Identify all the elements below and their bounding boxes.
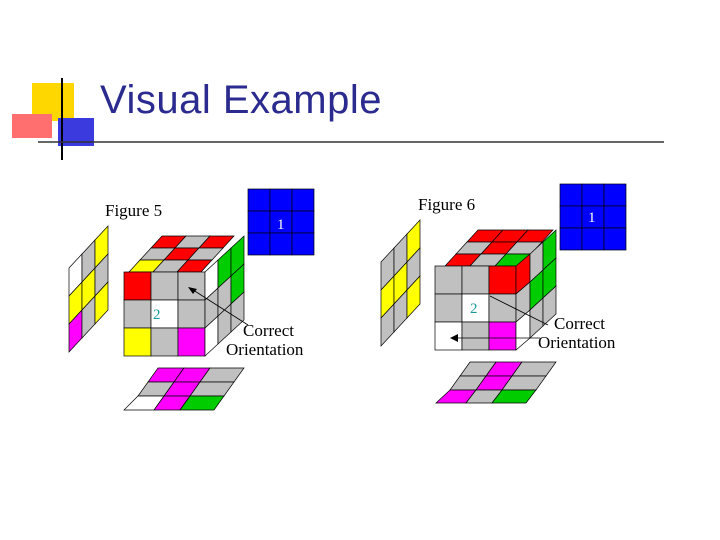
figure-6-front-label: 2 bbox=[470, 301, 478, 317]
figure-6: Figure 6 1 bbox=[380, 183, 627, 404]
slide-title: Visual Example bbox=[100, 78, 382, 122]
figure-6-left-face bbox=[380, 219, 421, 347]
figure-6-annotation: Correct Orientation bbox=[450, 295, 616, 352]
figure-5-bottom-face bbox=[123, 367, 245, 411]
figure-5-left-face bbox=[68, 225, 109, 353]
figure-5-annotation-line2: Orientation bbox=[226, 340, 304, 359]
figure-5-blue-label: 1 bbox=[277, 217, 285, 233]
figure-6-right-face bbox=[515, 229, 557, 351]
figure-6-front-face: 2 bbox=[434, 265, 517, 351]
figure-6-arrowhead bbox=[450, 334, 458, 342]
figure-6-blue-label: 1 bbox=[588, 210, 596, 226]
figure-5: Figure 5 1 bbox=[68, 188, 315, 411]
figure-5-annotation: Correct Orientation bbox=[188, 287, 304, 359]
figure-6-annotation-line2: Orientation bbox=[538, 333, 616, 352]
figure-6-bottom-face bbox=[435, 361, 557, 404]
accent-red-square bbox=[12, 114, 52, 138]
figure-6-blue-face: 1 bbox=[559, 183, 627, 251]
figure-5-label: Figure 5 bbox=[105, 201, 162, 220]
figure-6-label: Figure 6 bbox=[418, 195, 475, 214]
figure-6-arrow-line-1 bbox=[489, 295, 549, 326]
figure-5-blue-face: 1 bbox=[247, 188, 315, 256]
figure-5-arrowhead bbox=[188, 287, 197, 294]
figure-6-annotation-line1: Correct bbox=[554, 314, 605, 333]
figure-5-right-face bbox=[204, 235, 245, 357]
figure-5-annotation-line1: Correct bbox=[243, 321, 294, 340]
figure-5-front-label: 2 bbox=[153, 307, 161, 323]
figure-5-arrow-line bbox=[189, 287, 249, 326]
figure-5-front-face: 2 bbox=[123, 271, 206, 357]
